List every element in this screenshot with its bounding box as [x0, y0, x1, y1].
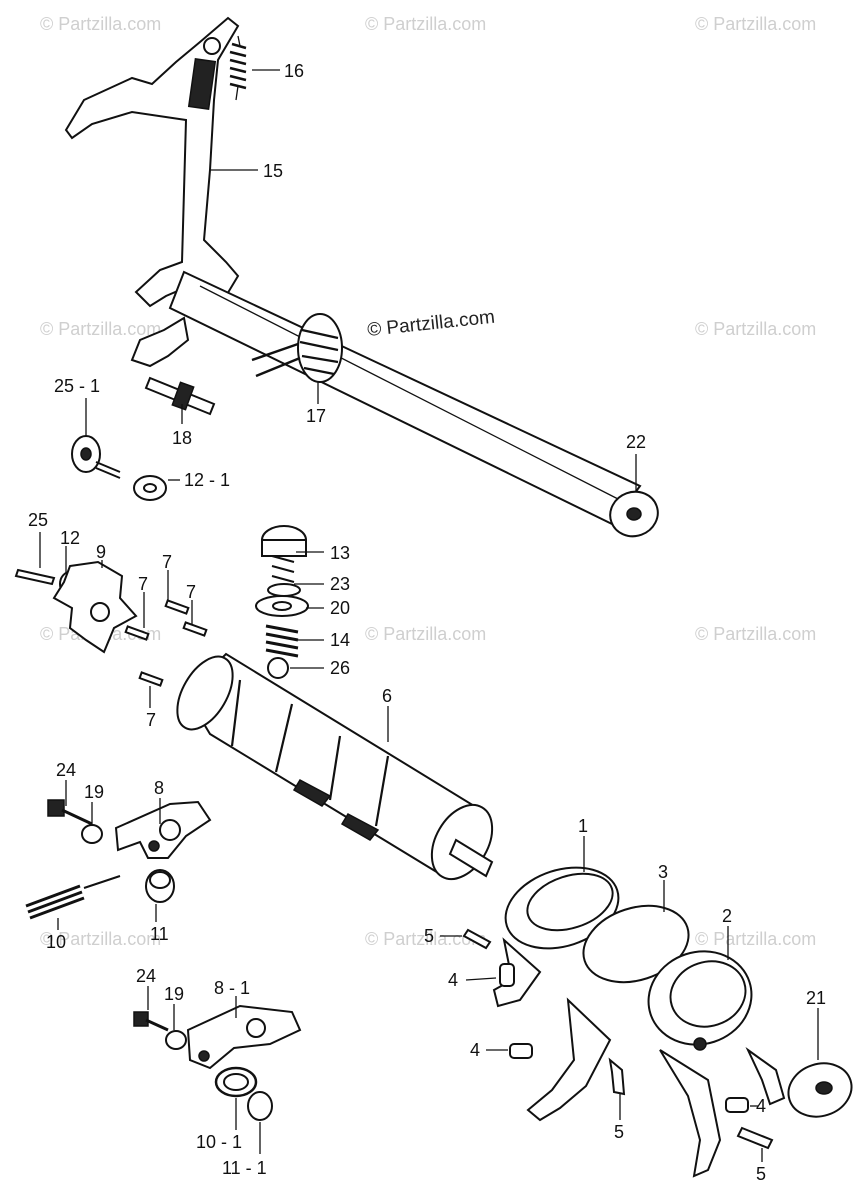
- callout-label: 23: [330, 574, 350, 594]
- callout-label: 5: [614, 1122, 624, 1142]
- watermark: © Partzilla.com: [40, 929, 161, 949]
- callout-label: 7: [146, 710, 156, 730]
- watermark: © Partzilla.com: [695, 624, 816, 644]
- guide-pin-part-4[interactable]: [499, 963, 749, 1113]
- callout-label: 8: [154, 778, 164, 798]
- pin-part-7[interactable]: [124, 599, 208, 687]
- callout-label: 12: [60, 528, 80, 548]
- bolt-part-25-1[interactable]: [71, 435, 121, 479]
- collar-part-11-1[interactable]: [247, 1091, 273, 1121]
- watermark-main: © Partzilla.com: [366, 307, 496, 341]
- callout-label: 20: [330, 598, 350, 618]
- spring-part-10[interactable]: [25, 875, 121, 920]
- callout-label: 2: [722, 906, 732, 926]
- callout-label: 10: [46, 932, 66, 952]
- callout-label: 4: [756, 1096, 766, 1116]
- watermark: © Partzilla.com: [40, 14, 161, 34]
- callout-label: 6: [382, 686, 392, 706]
- callout-label: 19: [84, 782, 104, 802]
- watermark: © Partzilla.com: [365, 14, 486, 34]
- callout-label: 24: [56, 760, 76, 780]
- callout-label: 24: [136, 966, 156, 986]
- shift-fork-part-2[interactable]: [636, 938, 786, 1178]
- shift-fork-part-1[interactable]: [492, 854, 629, 1008]
- washer-part-19-lower[interactable]: [165, 1030, 187, 1050]
- washer-part-21[interactable]: [782, 1055, 859, 1124]
- callout-label: 5: [756, 1164, 766, 1184]
- callout-label: 14: [330, 630, 350, 650]
- callout-label: 10 - 1: [196, 1132, 242, 1152]
- washer-part-12-1[interactable]: [133, 475, 167, 501]
- spring-part-10-1[interactable]: [214, 1066, 258, 1098]
- callout-label: 25 - 1: [54, 376, 100, 396]
- watermark: © Partzilla.com: [695, 319, 816, 339]
- callout-label: 12 - 1: [184, 470, 230, 490]
- bolt-part-24[interactable]: [47, 799, 93, 826]
- screw-part-25[interactable]: [14, 568, 56, 586]
- callout-labels: 16 15 17 22 25 - 1 18 12 - 1 25 12 9 7 7…: [28, 61, 826, 1184]
- oil-seal-part-22[interactable]: [604, 485, 664, 543]
- callout-label: 25: [28, 510, 48, 530]
- callout-label: 4: [470, 1040, 480, 1060]
- washer-part-19[interactable]: [81, 824, 103, 844]
- watermark: © Partzilla.com: [695, 929, 816, 949]
- callout-label: 9: [96, 542, 106, 562]
- washer-part-20[interactable]: [255, 595, 309, 617]
- callout-label: 5: [424, 926, 434, 946]
- return-spring-part-16[interactable]: [229, 35, 247, 101]
- callout-label: 11 - 1: [222, 1158, 267, 1178]
- callout-label: 19: [164, 984, 184, 1004]
- washer-part-23[interactable]: [267, 583, 301, 597]
- leader-lines: [39, 69, 819, 1162]
- spring-part-14[interactable]: [265, 624, 299, 658]
- callout-label: 17: [306, 406, 326, 426]
- shift-fork-part-3[interactable]: [526, 893, 698, 1122]
- callout-label: 22: [626, 432, 646, 452]
- callout-label: 4: [448, 970, 458, 990]
- callout-label: 7: [162, 552, 172, 572]
- callout-label: 26: [330, 658, 350, 678]
- callout-label: 8 - 1: [214, 978, 250, 998]
- callout-label: 18: [172, 428, 192, 448]
- callout-label: 7: [186, 582, 196, 602]
- callout-label: 21: [806, 988, 826, 1008]
- gearshift-spindle-part-15[interactable]: [64, 16, 642, 526]
- ball-part-26[interactable]: [267, 657, 289, 679]
- stopper-plate-part-9[interactable]: [52, 560, 138, 654]
- drum-stopper-arm-part-8-1[interactable]: [186, 1004, 302, 1070]
- bolt-part-13[interactable]: [261, 525, 307, 583]
- cotter-pin-part-5[interactable]: [462, 928, 774, 1150]
- watermark: © Partzilla.com: [695, 14, 816, 34]
- bolt-part-18[interactable]: [144, 376, 216, 416]
- callout-label: 7: [138, 574, 148, 594]
- callout-label: 1: [578, 816, 588, 836]
- watermark: © Partzilla.com: [365, 624, 486, 644]
- watermark: © Partzilla.com: [40, 319, 161, 339]
- callout-label: 16: [284, 61, 304, 81]
- bolt-part-24-lower[interactable]: [133, 1011, 169, 1032]
- shaft-spring-part-17[interactable]: [251, 313, 343, 383]
- callout-label: 15: [263, 161, 283, 181]
- watermark-layer: © Partzilla.com © Partzilla.com © Partzi…: [40, 14, 816, 949]
- callout-label: 13: [330, 543, 350, 563]
- drum-stopper-arm-part-8[interactable]: [114, 800, 212, 859]
- watermark: © Partzilla.com: [365, 929, 486, 949]
- callout-label: 11: [150, 924, 169, 944]
- callout-label: 3: [658, 862, 668, 882]
- shift-drum-part-6[interactable]: [166, 647, 505, 889]
- collar-part-11[interactable]: [145, 869, 175, 903]
